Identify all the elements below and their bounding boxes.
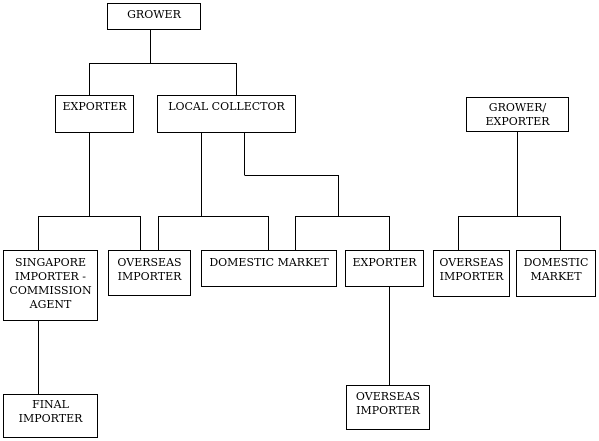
node-singapore-importer: SINGAPORE IMPORTER - COMMISSION AGENT	[3, 250, 98, 321]
node-overseas-importer-right: OVERSEAS IMPORTER	[433, 250, 510, 297]
node-grower-exporter: GROWER/ EXPORTER	[466, 97, 569, 132]
node-overseas-importer-bottom: OVERSEAS IMPORTER	[346, 385, 430, 430]
node-local-collector: LOCAL COLLECTOR	[157, 95, 296, 133]
node-domestic-market-mid: DOMESTIC MARKET	[201, 250, 337, 287]
node-grower: GROWER	[107, 3, 201, 30]
node-exporter-top: EXPORTER	[55, 95, 134, 133]
node-exporter-mid: EXPORTER	[345, 250, 424, 287]
node-domestic-market-right: DOMESTIC MARKET	[516, 250, 596, 297]
node-overseas-importer-left: OVERSEAS IMPORTER	[108, 250, 191, 296]
node-final-importer: FINAL IMPORTER	[3, 394, 98, 438]
